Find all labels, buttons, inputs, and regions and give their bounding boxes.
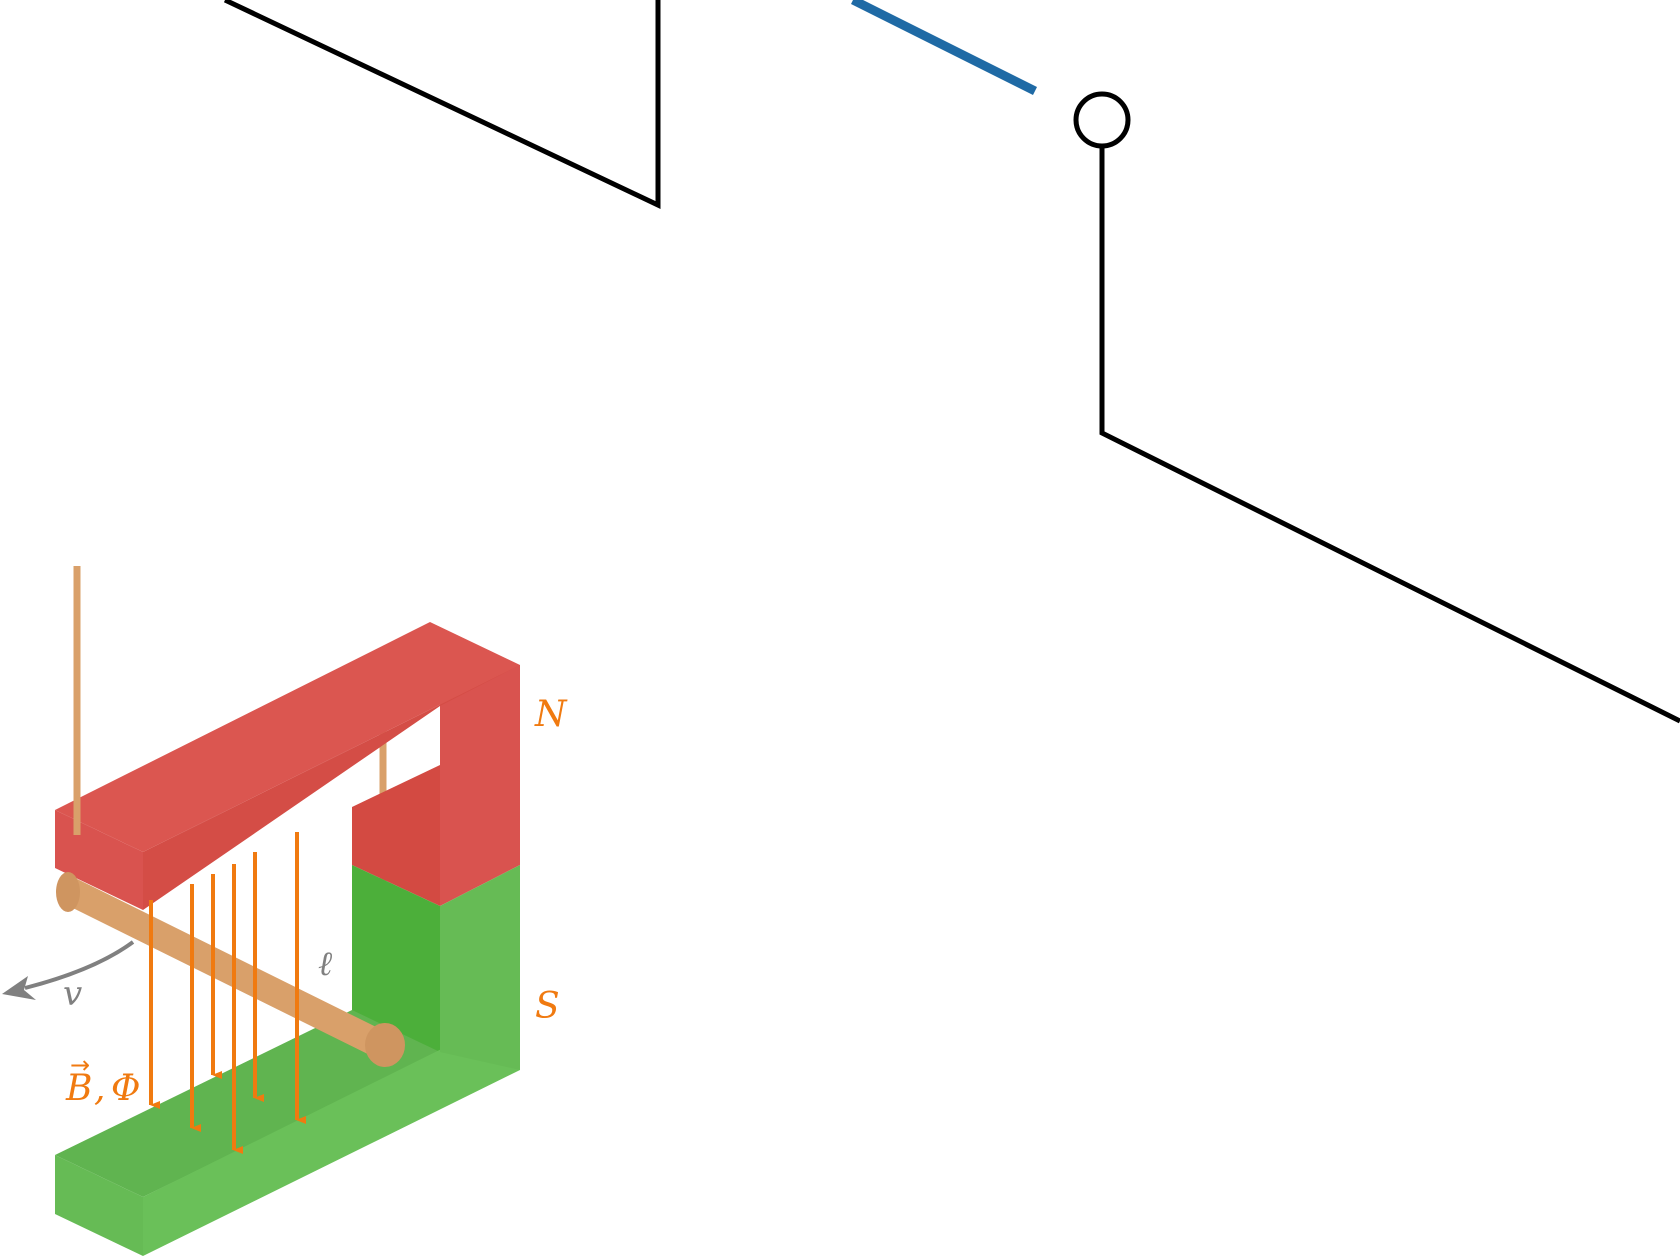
magnet-inner-wall-north [352,765,440,906]
south-pole-right-face [143,1010,520,1256]
conducting-rod [58,878,397,1060]
south-pole-top-face [55,1010,440,1197]
field-vector-arrow: → [70,1051,90,1079]
switch-terminal[interactable] [1073,91,1131,149]
south-pole-column-face [440,865,520,1070]
north-pole-label: N [534,694,568,735]
north-pole-column-face [440,665,520,906]
field-flux-label: → B , Φ [65,1051,141,1109]
velocity-arrow-curve [24,940,135,990]
switch-lever[interactable] [850,0,1038,96]
north-pole-top-face [55,622,520,852]
circuit [223,0,1680,724]
conducting-rod-end [365,1023,405,1067]
velocity-arrowhead [2,976,36,1000]
magnetic-field-lines [149,832,306,1154]
rod-length-label: ℓ [318,944,332,984]
south-pole-front-face [55,1155,143,1256]
circuit-wire-right [1099,146,1680,724]
circuit-wire-left [223,0,661,209]
field-symbol: B [65,1068,92,1109]
flux-symbol: Φ [111,1068,141,1109]
magnet-inner-wall-south [352,865,440,1052]
conducting-rod-end-front [56,872,80,912]
south-pole-label: S [535,986,560,1027]
velocity-label: v [63,974,82,1014]
magnet-assembly: N S ℓ v → B , Φ [2,566,568,1256]
field-flux-separator: , [94,1068,105,1109]
velocity-arrow [2,940,135,1000]
